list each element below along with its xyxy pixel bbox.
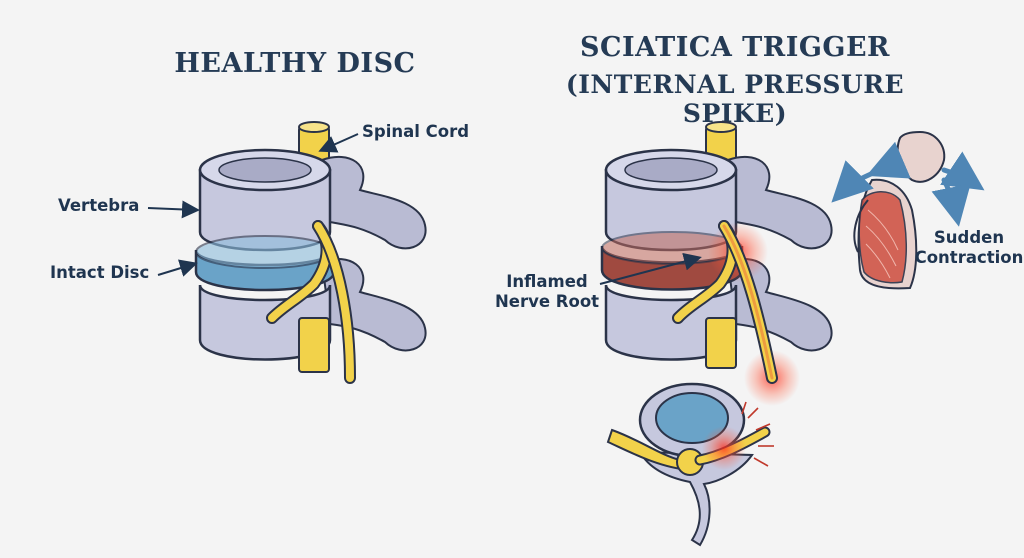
spinal-cord-lower <box>299 318 329 372</box>
inflamed-label-line2: Nerve Root <box>492 292 602 312</box>
intact-disc-arrow <box>158 264 194 275</box>
inflamed-nerve-root-label: Inflamed Nerve Root <box>492 272 602 312</box>
vertebra-process-upper <box>322 157 426 249</box>
sciatica-spine <box>602 122 832 406</box>
cross-section-inflammation <box>702 426 746 470</box>
vertebra-label: Vertebra <box>58 196 139 216</box>
sudden-contraction-label: Sudden Contraction <box>914 228 1024 268</box>
intact-disc-label: Intact Disc <box>50 263 149 283</box>
inflamed-label-line1: Inflamed <box>492 272 602 292</box>
back-muscles <box>859 192 906 283</box>
sudden-label-line1: Sudden <box>914 228 1024 248</box>
spinal-cord-label: Spinal Cord <box>362 122 469 142</box>
vertebra-cross-section <box>608 384 774 545</box>
sudden-label-line2: Contraction <box>914 248 1024 268</box>
vertebra-arrow <box>148 208 196 210</box>
healthy-spine <box>196 122 426 378</box>
